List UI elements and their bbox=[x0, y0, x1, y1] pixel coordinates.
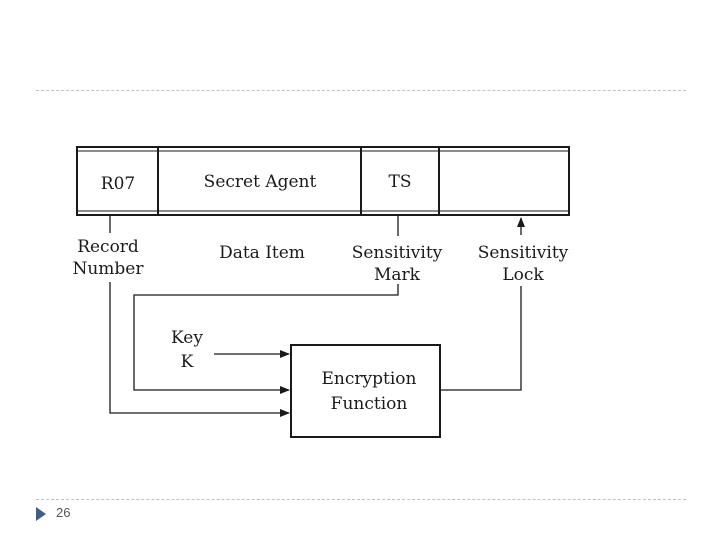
slide-number: 26 bbox=[56, 505, 71, 520]
label-record-number-line2: Number bbox=[72, 259, 144, 279]
label-record-number-line1: Record bbox=[77, 237, 139, 257]
label-sensitivity-mark-line2: Mark bbox=[374, 265, 421, 285]
label-sensitivity-mark-line1: Sensitivity bbox=[352, 243, 443, 263]
bottom-divider bbox=[36, 499, 686, 500]
top-divider bbox=[36, 90, 686, 91]
label-sensitivity-lock-line2: Lock bbox=[502, 265, 544, 285]
label-sensitivity-lock-line1: Sensitivity bbox=[478, 243, 569, 263]
label-data-item: Data Item bbox=[219, 243, 305, 263]
cell-data-item: Secret Agent bbox=[204, 172, 317, 192]
sensitivity-mark-arrow bbox=[133, 284, 399, 394]
label-key-line1: Key bbox=[171, 328, 203, 348]
cell-record-number: R07 bbox=[101, 174, 135, 194]
encryption-function-box bbox=[290, 344, 441, 438]
record-box bbox=[76, 146, 570, 216]
record-number-arrow bbox=[109, 282, 290, 417]
lock-output-line bbox=[440, 286, 522, 391]
cell-sensitivity-mark: TS bbox=[389, 172, 412, 192]
label-encryption-line2: Function bbox=[331, 394, 408, 414]
label-encryption-line1: Encryption bbox=[322, 369, 417, 389]
label-key-line2: K bbox=[181, 352, 194, 372]
footer-bullet-icon bbox=[36, 507, 46, 521]
